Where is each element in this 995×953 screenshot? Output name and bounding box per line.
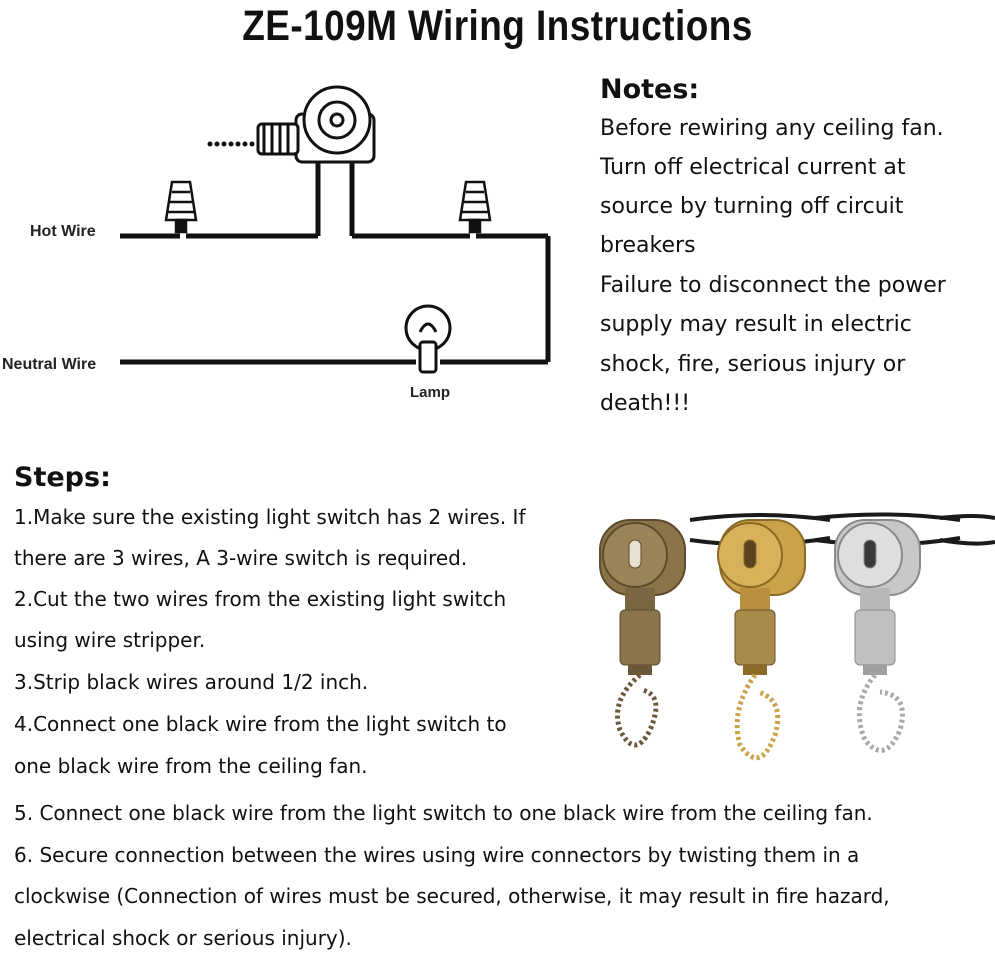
notes-line: source by turning off circuit xyxy=(600,194,904,219)
notes-line: death!!! xyxy=(600,391,691,416)
page-title: ZE-109M Wiring Instructions xyxy=(242,2,753,50)
pull-chain-icon xyxy=(207,141,255,147)
step-line: using wire stripper. xyxy=(14,628,206,652)
step-line: 2.Cut the two wires from the existing li… xyxy=(14,587,507,611)
step-line: 6. Secure connection between the wires u… xyxy=(14,843,860,867)
switch-chrome xyxy=(834,519,921,753)
step-line: one black wire from the ceiling fan. xyxy=(14,754,368,778)
lamp-icon xyxy=(404,304,452,374)
pull-switch-icon xyxy=(256,85,376,164)
step-line: electrical shock or serious injury). xyxy=(14,926,352,950)
step-line: clockwise (Connection of wires must be s… xyxy=(14,884,890,908)
steps-heading: Steps: xyxy=(14,462,111,493)
product-photo xyxy=(599,512,995,761)
notes-line: supply may result in electric xyxy=(600,312,912,337)
step-line: 5. Connect one black wire from the light… xyxy=(14,801,873,825)
wire-connector-icon xyxy=(164,180,198,234)
notes-heading: Notes: xyxy=(600,74,700,105)
step-line: 1.Make sure the existing light switch ha… xyxy=(14,505,526,529)
notes-line: Before rewiring any ceiling fan. xyxy=(600,116,944,141)
wire-connector-icon xyxy=(458,180,492,234)
switch-antique-brass xyxy=(599,519,686,748)
lamp-label: Lamp xyxy=(410,384,450,401)
step-line: 4.Connect one black wire from the light … xyxy=(14,712,507,736)
step-line: 3.Strip black wires around 1/2 inch. xyxy=(14,670,369,694)
switch-gold xyxy=(717,519,806,761)
neutral-wire-label: Neutral Wire xyxy=(2,356,96,373)
notes-line: Failure to disconnect the power xyxy=(600,273,946,298)
wiring-diagram: Hot Wire Neutral Wire Lamp xyxy=(2,85,551,401)
step-line: there are 3 wires, A 3-wire switch is re… xyxy=(14,546,468,570)
notes-line: shock, fire, serious injury or xyxy=(600,352,906,377)
hot-wire-label: Hot Wire xyxy=(30,223,96,240)
notes-line: breakers xyxy=(600,233,696,258)
hot-wire-line xyxy=(120,160,551,365)
notes-line: Turn off electrical current at xyxy=(600,155,906,180)
